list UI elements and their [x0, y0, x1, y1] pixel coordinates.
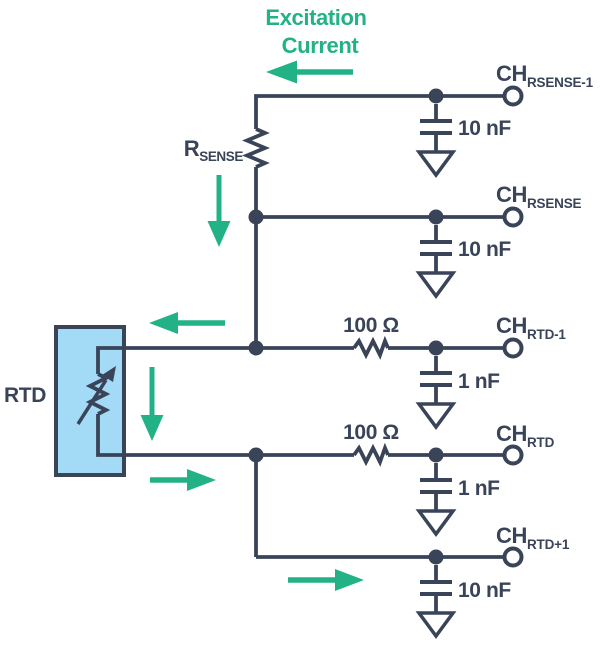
- junction-dot: [428, 447, 444, 463]
- rtd-variable-arrow-icon: [76, 379, 108, 425]
- channel-label: CHRSENSE: [496, 182, 581, 211]
- rtd-top-wire: [96, 346, 256, 374]
- excitation-label-line1: Excitation: [265, 5, 366, 30]
- rtd-variable-arrowhead-icon: [102, 366, 116, 382]
- rtd-variable-resistor: [85, 372, 111, 416]
- excitation-left-arrow-icon: [266, 60, 353, 84]
- current-right-arrow-icon: [288, 569, 364, 591]
- channel-terminal: [502, 546, 524, 568]
- filter-capacitor: [420, 565, 452, 613]
- channel-row-rsense: CHRSENSE 10 nF: [248, 182, 582, 299]
- junction-dot: [248, 340, 264, 356]
- ground-symbol: [415, 150, 457, 178]
- capacitor-label: 1 nF: [458, 477, 500, 500]
- current-right-arrow-icon: [150, 469, 216, 491]
- junction-dot: [428, 340, 444, 356]
- excitation-label-line2: Current: [282, 33, 360, 58]
- current-down-arrow-icon: [140, 367, 164, 441]
- junction-dot: [428, 549, 444, 565]
- series-resistor-label: 100 Ω: [343, 314, 399, 337]
- rsense-label: RSENSE: [184, 136, 244, 164]
- rtd-bottom-wire: [96, 414, 256, 457]
- capacitor-label: 10 nF: [458, 238, 511, 261]
- channel-label: CHRTD-1: [496, 313, 566, 342]
- channel-terminal: [502, 444, 524, 466]
- rsense-resistor: [242, 127, 270, 169]
- channel-label: CHRTD+1: [496, 523, 570, 552]
- ground-symbol: [415, 509, 457, 537]
- channel-row-rtd-1: 100 Ω CHRTD-1 1 nF: [96, 313, 567, 430]
- channel-label: CHRTD: [496, 421, 555, 450]
- channel-row-rsense-1: CHRSENSE-1 10 nF: [415, 61, 594, 178]
- junction-dot: [428, 209, 444, 225]
- capacitor-label: 1 nF: [458, 370, 500, 393]
- ground-symbol: [415, 271, 457, 299]
- junction-dot: [248, 447, 264, 463]
- capacitor-label: 10 nF: [458, 117, 511, 140]
- channel-row-rtd-plus-1: CHRTD+1 10 nF: [256, 523, 570, 639]
- junction-dot: [248, 209, 264, 225]
- current-left-arrow-icon: [149, 312, 225, 334]
- ground-symbol: [415, 402, 457, 430]
- channel-terminal: [502, 85, 524, 107]
- capacitor-label: 10 nF: [458, 579, 511, 602]
- filter-capacitor: [420, 104, 452, 152]
- series-resistor-label: 100 Ω: [343, 421, 399, 444]
- ground-symbol: [415, 611, 457, 639]
- series-resistor: [352, 442, 390, 467]
- junction-dot: [428, 88, 444, 104]
- series-resistor: [352, 335, 390, 360]
- rtd-box: [54, 325, 126, 477]
- channel-label: CHRSENSE-1: [496, 61, 594, 90]
- channel-terminal: [502, 337, 524, 359]
- rtd-label: RTD: [4, 384, 46, 407]
- filter-capacitor: [420, 463, 452, 511]
- current-down-arrow-icon: [207, 175, 231, 247]
- filter-capacitor: [420, 225, 452, 273]
- channel-row-rtd: 100 Ω CHRTD 1 nF: [96, 414, 555, 537]
- channel-terminal: [502, 206, 524, 228]
- bus-top-corner-wire: [254, 94, 504, 129]
- filter-capacitor: [420, 356, 452, 404]
